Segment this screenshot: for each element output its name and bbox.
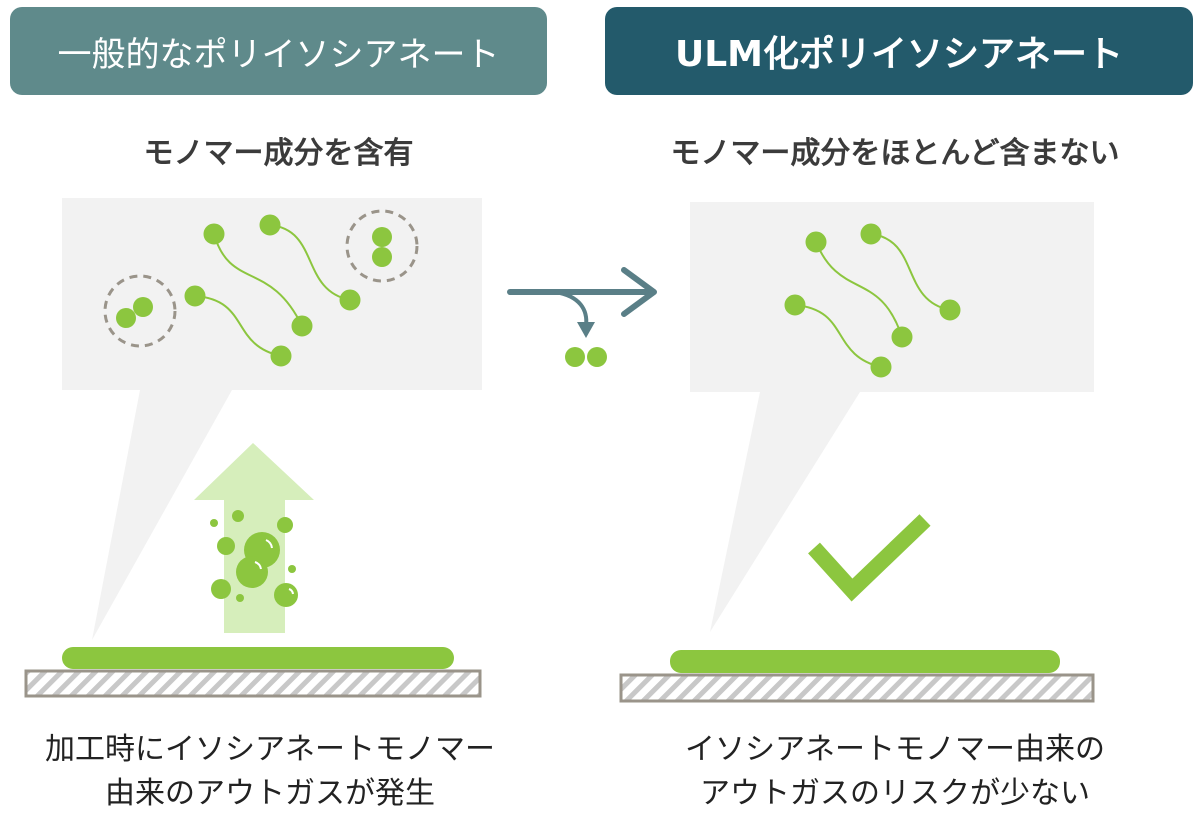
caption-right-line1: イソシアネートモノマー由来の <box>685 732 1105 767</box>
subtitle-contains-monomer: モノマー成分を含有 <box>143 136 414 171</box>
caption-low-outgas-risk: イソシアネートモノマー由来の アウトガスのリスクが少ない <box>600 728 1190 816</box>
left-molecule-chains <box>184 214 361 367</box>
left-substrate <box>24 669 482 698</box>
header-general-polyisocyanate: 一般的なポリイソシアネート <box>10 7 547 95</box>
left-molecule-panel <box>62 198 482 640</box>
right-substrate <box>619 673 1095 703</box>
caption-outgas-occurs: 加工時にイソシアネートモノマー 由来のアウトガスが発生 <box>0 728 540 816</box>
right-molecule-panel <box>690 202 1094 632</box>
right-molecule-chains <box>784 223 961 378</box>
caption-left-line2: 由来のアウトガスが発生 <box>105 776 435 811</box>
outgas-arrow-icon <box>194 443 314 633</box>
header-ulm-polyisocyanate: ULM化ポリイソシアネート <box>605 7 1193 95</box>
right-coating-layer <box>670 650 1060 673</box>
subtitle-almost-no-monomer: モノマー成分をほとんど含まない <box>670 136 1120 171</box>
left-monomer-circles <box>103 209 419 348</box>
caption-left-line1: 加工時にイソシアネートモノマー <box>45 732 495 767</box>
left-coating-layer <box>62 647 454 669</box>
caption-right-line2: アウトガスのリスクが少ない <box>700 776 1090 811</box>
transform-arrow-icon <box>507 267 657 367</box>
check-icon <box>808 514 931 602</box>
